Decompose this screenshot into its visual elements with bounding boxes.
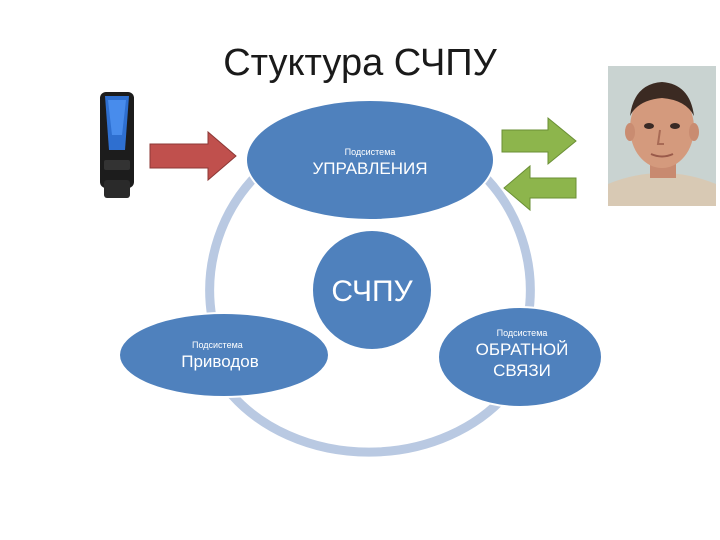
- feedback-node: [437, 306, 603, 408]
- center-node-label: СЧПУ: [331, 275, 413, 308]
- feedback-node-text: Подсистема ОБРАТНОЙ СВЯЗИ: [448, 322, 596, 386]
- control-node-caption: Подсистема: [344, 147, 396, 157]
- drives-node: [118, 312, 330, 398]
- connection-ring: [205, 165, 535, 457]
- control-node: [245, 99, 495, 221]
- person-portrait: [608, 66, 716, 206]
- control-node-label: УПРАВЛЕНИЯ: [312, 159, 428, 178]
- drives-node-text: Подсистема Приводов: [130, 336, 310, 376]
- usb-flash-drive-icon: [100, 92, 134, 198]
- center-node-text: СЧПУ: [312, 270, 432, 314]
- input-arrow-icon: [149, 130, 237, 182]
- drives-node-caption: Подсистема: [192, 340, 243, 350]
- feedback-node-caption: Подсистема: [496, 327, 548, 338]
- control-node-text: Подсистема УПРАВЛЕНИЯ: [270, 140, 470, 186]
- drives-node-label: Приводов: [181, 352, 259, 371]
- feedback-node-label-line1: ОБРАТНОЙ: [475, 339, 569, 359]
- ring-arc-top-left: [205, 165, 267, 323]
- ring-arc-top-right: [473, 165, 535, 323]
- ring-arc-bottom: [227, 390, 511, 457]
- return-arrow-icon: [503, 164, 577, 212]
- person-photo-icon: [608, 66, 716, 206]
- output-arrow-icon: [501, 116, 577, 166]
- feedback-node-label-line2: СВЯЗИ: [493, 360, 551, 380]
- center-node: [311, 229, 433, 351]
- page-title: Стуктура СЧПУ: [223, 42, 497, 84]
